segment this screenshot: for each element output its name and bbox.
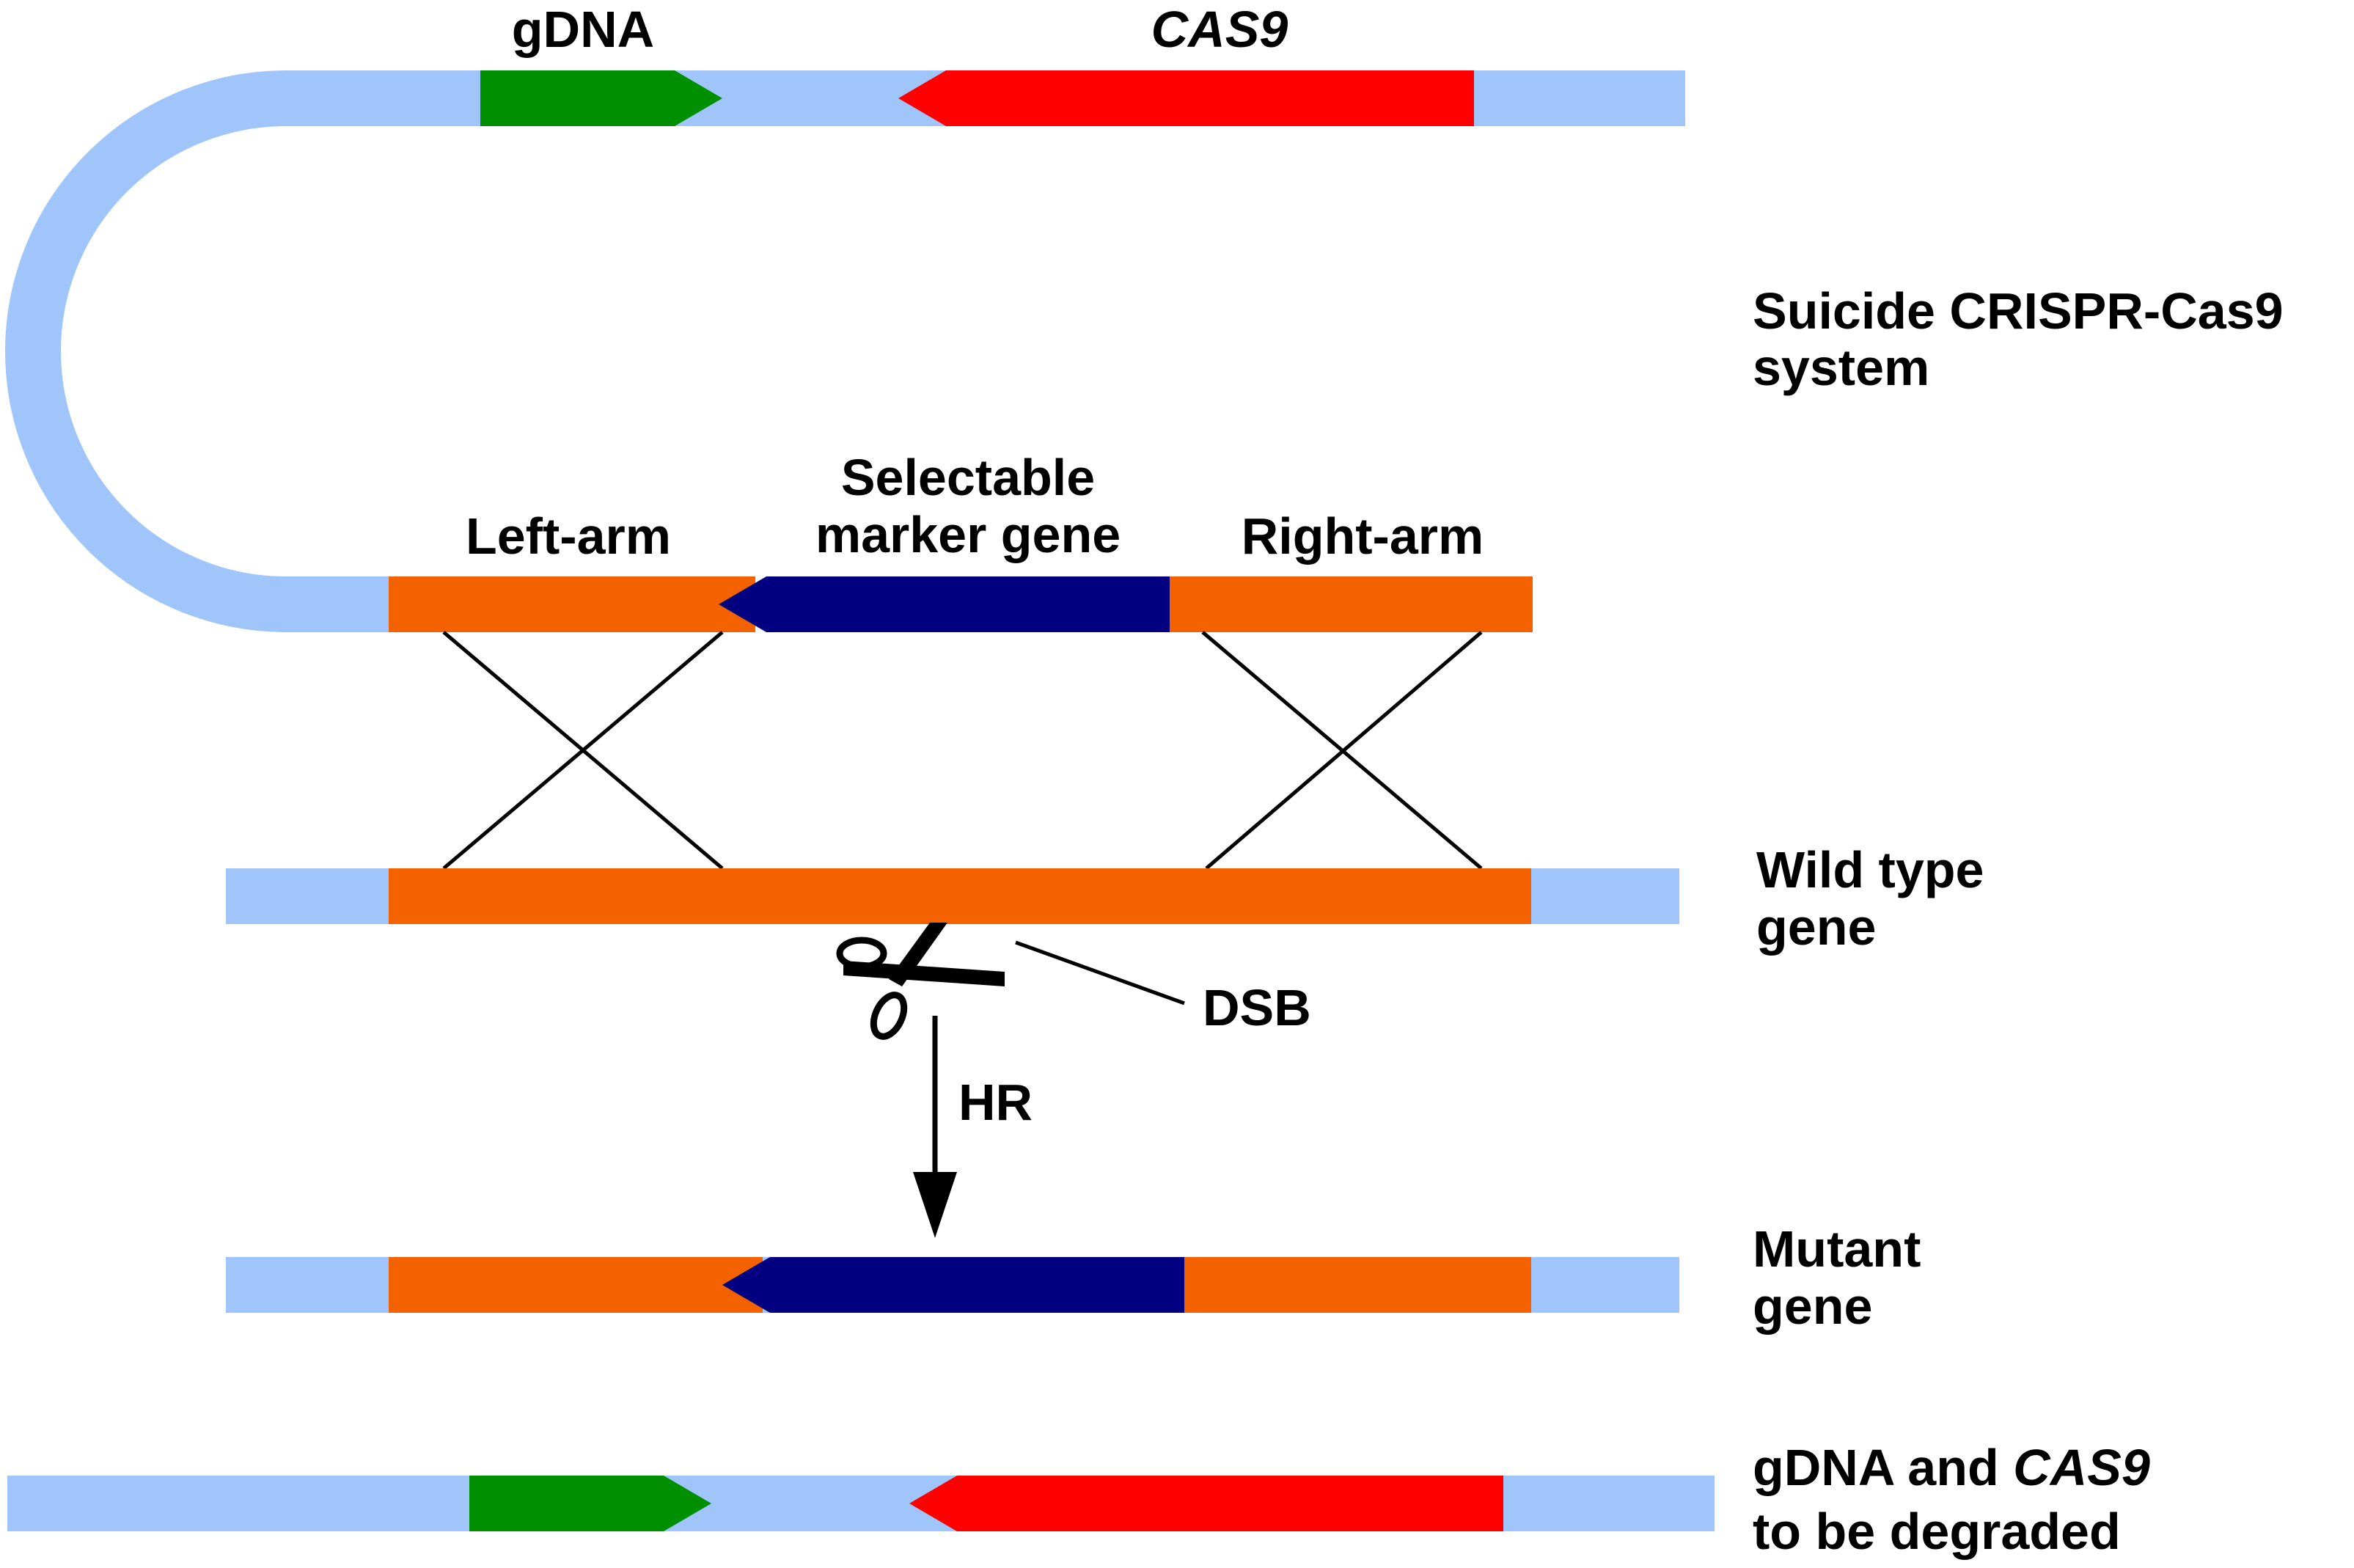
mutant-label-line2: gene <box>1753 1278 1872 1335</box>
scissors-handle-a <box>836 937 887 970</box>
gdna-label: gDNA <box>512 1 654 58</box>
mutant-marker-gene <box>722 1257 1184 1313</box>
wild-type-gene <box>226 868 1679 924</box>
wild-type-gene-body <box>389 868 1531 924</box>
gdna-arrow <box>480 70 722 126</box>
plasmid-right-arm <box>1166 576 1533 632</box>
dsb-pointer-line <box>1015 940 1185 1005</box>
wild-type-label-line2: gene <box>1756 898 1876 956</box>
plasmid-marker-gene <box>719 576 1170 632</box>
wild-type-label-line1: Wild type <box>1756 841 1984 898</box>
cas9-label: CAS9 <box>1151 1 1288 58</box>
system-label-line1: Suicide CRISPR-Cas9 <box>1753 282 2284 340</box>
degraded-label-cas9: CAS9 <box>2013 1439 2150 1496</box>
marker-label-line1: Selectable <box>841 449 1095 506</box>
scissors-blade-b <box>843 961 1005 986</box>
hr-arrow <box>913 1016 957 1238</box>
dsb-label: DSB <box>1203 979 1311 1036</box>
plasmid-backbone-loop <box>5 70 287 632</box>
plasmid-bottom-backbone <box>285 576 391 632</box>
mutant-right-arm <box>1181 1257 1531 1313</box>
degraded-label-line2: to be degraded <box>1753 1503 2121 1560</box>
system-label-line2: system <box>1753 339 1929 396</box>
crossover-lines <box>442 631 1483 870</box>
mutant-left-arm <box>389 1257 763 1313</box>
scissors-handle-b <box>870 992 908 1040</box>
cas9-arrow <box>898 70 1474 126</box>
degraded-label-gdna: gDNA and <box>1753 1439 2013 1496</box>
crossover-left-b <box>442 631 724 870</box>
plasmid-left-arm <box>389 576 755 632</box>
hr-arrow-head <box>913 1172 957 1238</box>
scissors-icon <box>836 923 1005 1040</box>
mutant-label-line1: Mutant <box>1753 1220 1921 1278</box>
labels: gDNA CAS9 Suicide CRISPR-Cas9 system Lef… <box>466 1 2284 1560</box>
suicide-plasmid <box>5 70 1685 632</box>
degraded-construct <box>7 1476 1715 1531</box>
marker-label-line2: marker gene <box>815 506 1121 563</box>
right-arm-label: Right-arm <box>1242 508 1484 565</box>
degraded-gdna-arrow <box>469 1476 711 1531</box>
degraded-cas9-arrow <box>909 1476 1503 1531</box>
degraded-label-line1: gDNA and CAS9 <box>1753 1439 2150 1496</box>
hr-label: HR <box>958 1074 1033 1131</box>
mutant-gene <box>226 1257 1679 1313</box>
crossover-right-b <box>1205 631 1483 870</box>
left-arm-label: Left-arm <box>466 508 671 565</box>
